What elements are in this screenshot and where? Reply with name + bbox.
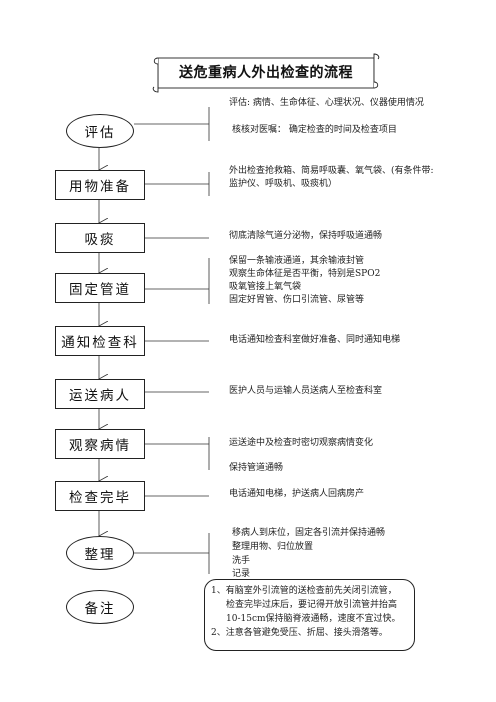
note-prepare-1: 外出检查抢救箱、简易呼吸囊、氧气袋、(有条件带: [229,166,434,176]
bracket-fix [145,258,210,304]
note-assess-2: 核核对医嘱： 确定检查的时间及检查项目 [232,125,397,135]
step-suction: 吸痰 [55,223,145,253]
note-tidy-2: 整理用物、归位放置 [232,542,314,552]
bracket-observe [145,437,210,470]
note-notify: 电话通知检查科室做好准备、同时通知电梯 [229,335,401,345]
note-finish: 电话通知电梯，护送病人回病房产 [229,489,365,499]
title-banner [152,53,380,93]
note-tidy-1: 移病人到床位，固定各引流并保持通畅 [232,528,386,538]
note-observe-1: 运送途中及检查时密切观察病情变化 [229,438,374,448]
note-tidy-3: 洗手 [232,556,251,566]
note-fix-2: 观察生命体征是否平衡，特别是SPO2 [229,269,381,279]
step-notify: 通知检查科 [55,326,145,356]
bracket-assess [134,107,210,141]
step-observe: 观察病情 [55,429,145,459]
remark-line-3: 10-15cm保持脑脊液通畅，速度不宜过快。 [226,614,401,624]
step-remark: 备注 [66,590,134,624]
remark-line-2: 检查完毕过床后，要记得开放引流管并抬高 [226,600,398,610]
note-fix-4: 固定好胃管、伤口引流管、尿管等 [229,295,365,305]
note-fix-3: 吸氧管接上氧气袋 [229,282,302,292]
note-prepare-2: 监护仪、呼吸机、吸痰机） [229,179,338,189]
remark-line-1: 1、有脑室外引流管的送检查前先关闭引流管， [211,586,397,596]
note-observe-2: 保持管道通畅 [229,463,284,473]
bracket-tidy [133,533,210,574]
step-transport: 运送病人 [55,379,145,409]
page-title: 送危重病人外出检查的流程 [179,65,353,81]
remark-line-4: 2、注意各管避免受压、折屈、接头滑落等。 [211,628,388,638]
step-tidy: 整理 [66,536,134,570]
bracket-prepare [145,172,210,196]
note-transport: 医护人员与运输人员送病人至检查科室 [229,386,383,396]
note-fix-1: 保留一条输液通道，其余输液封管 [229,256,365,266]
step-prepare: 用物准备 [55,170,145,200]
note-assess-1: 评估: 病情、生命体征、心理状况、仪器使用情况 [229,98,424,108]
remarks-box [204,579,415,651]
step-assess: 评估 [66,114,134,148]
note-suction: 彻底清除气道分泌物，保持呼吸道通畅 [229,231,383,241]
step-finish: 检查完毕 [55,481,145,511]
step-fix-tubes: 固定管道 [55,273,145,303]
note-tidy-4: 记录 [232,569,251,579]
